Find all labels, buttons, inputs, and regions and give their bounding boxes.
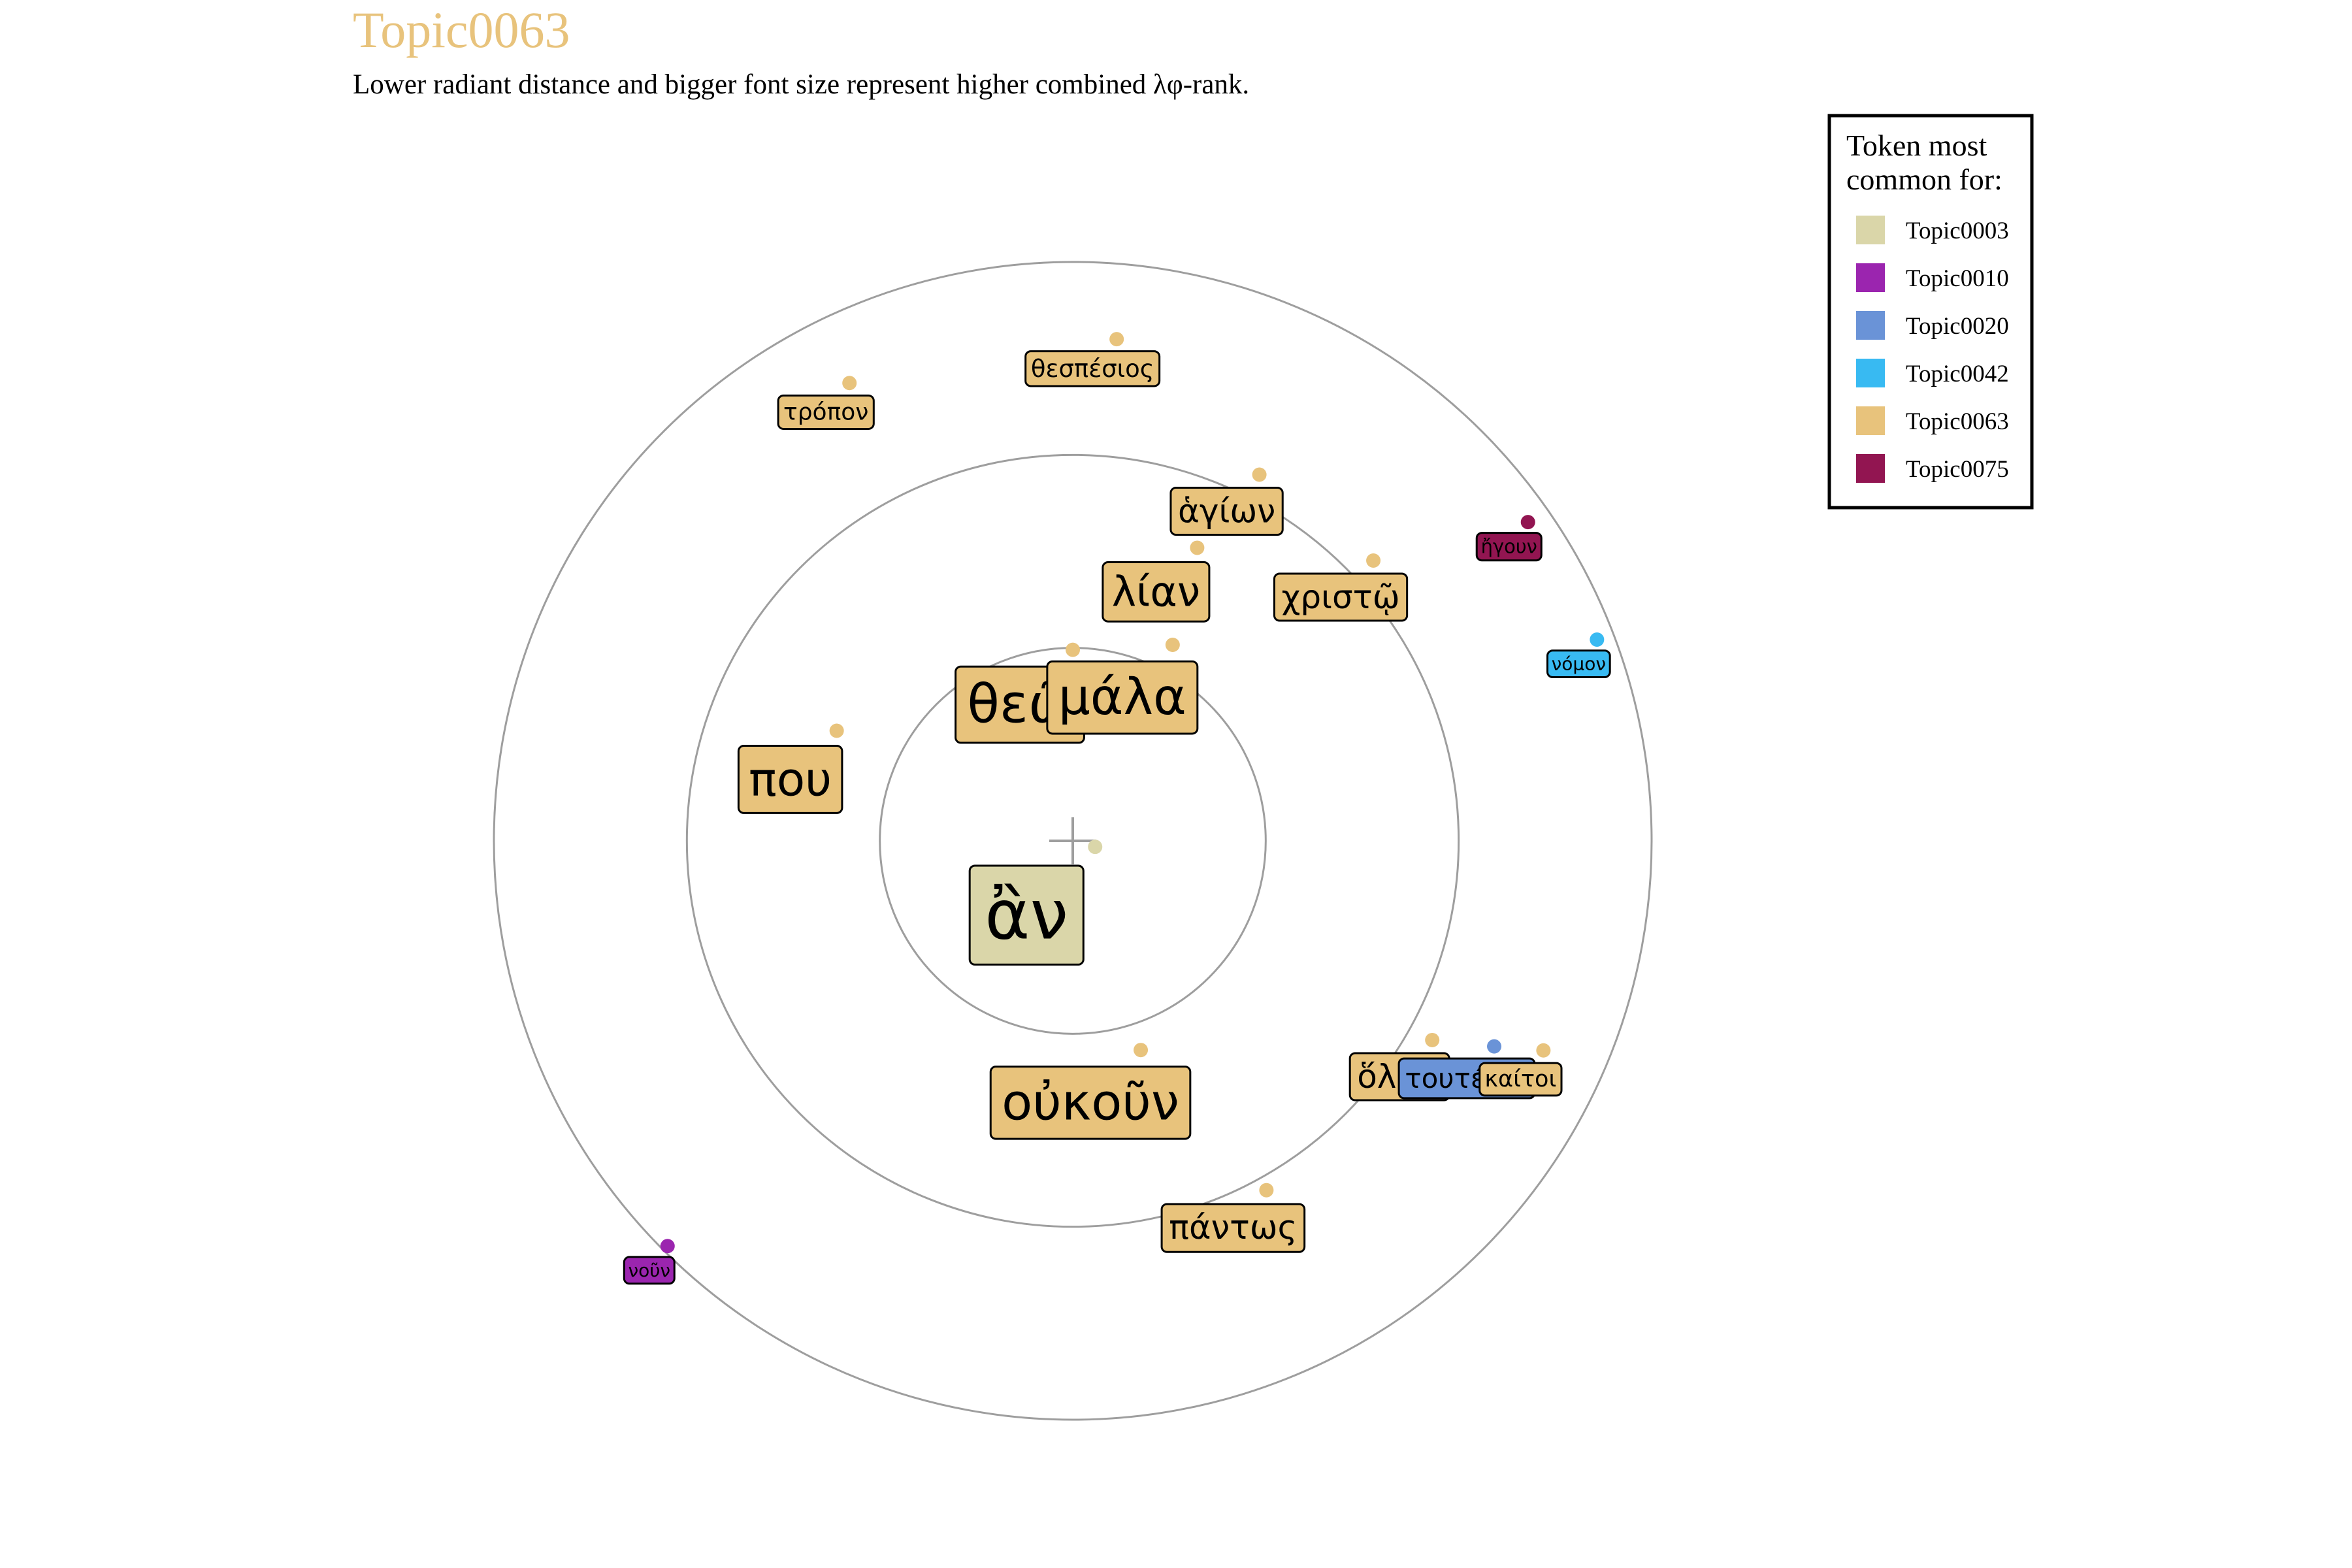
token-label-box-7 (1169, 487, 1284, 536)
token-points (660, 332, 1605, 1254)
token-point-16 (660, 1239, 675, 1254)
token-label-box-3 (989, 1066, 1192, 1140)
token-label-text-0: ἂν (985, 875, 1068, 955)
token-point-12 (1487, 1039, 1502, 1054)
token-label-5: που (737, 745, 843, 814)
legend-label-0: Topic0003 (1906, 218, 2009, 244)
legend-label-4: Topic0063 (1906, 408, 2009, 435)
center-marker (1049, 817, 1096, 864)
token-label-text-7: ἁγίων (1178, 493, 1275, 531)
token-label-14: ἤγουν (1475, 532, 1543, 562)
legend-swatch-4 (1856, 406, 1885, 435)
token-point-14 (1520, 515, 1535, 530)
token-label-7: ἁγίων (1169, 487, 1284, 536)
token-label-text-3: οὐκοῦν (1002, 1073, 1179, 1132)
token-point-10 (842, 376, 857, 391)
token-label-box-0 (968, 864, 1085, 966)
token-label-4: λίαν (1102, 561, 1211, 623)
token-label-0: ἂν (968, 864, 1085, 966)
legend-title-line-2: common for: (1846, 163, 2002, 196)
token-label-box-15 (1546, 649, 1611, 679)
token-labels: ἂνθεῷμάλαοὐκοῦνλίανπουχριστῷἁγίωνπάντωςὅ… (623, 350, 1611, 1285)
legend-swatch-1 (1856, 263, 1885, 292)
token-point-1 (1066, 642, 1080, 657)
token-label-8: πάντως (1160, 1203, 1306, 1253)
legend-swatch-3 (1856, 359, 1885, 387)
token-point-5 (829, 723, 844, 738)
token-point-0 (1088, 840, 1103, 855)
token-label-text-15: νόμον (1552, 653, 1606, 675)
legend-swatch-5 (1856, 454, 1885, 483)
token-label-box-6 (1273, 572, 1409, 622)
token-point-13 (1536, 1043, 1551, 1058)
token-label-box-11 (1024, 350, 1161, 387)
token-label-6: χριστῷ (1273, 572, 1409, 622)
token-label-text-13: καίτοι (1484, 1066, 1556, 1092)
token-point-9 (1425, 1032, 1440, 1047)
token-point-6 (1366, 553, 1381, 568)
token-label-box-14 (1475, 532, 1543, 562)
radial-ring-2 (685, 453, 1460, 1228)
token-point-11 (1109, 332, 1124, 347)
legend-swatch-0 (1856, 216, 1885, 244)
legend-items: Topic0003Topic0010Topic0020Topic0042Topi… (1856, 216, 2009, 483)
token-label-13: καίτοι (1478, 1062, 1563, 1097)
token-label-text-4: λίαν (1112, 568, 1200, 615)
token-label-3: οὐκοῦν (989, 1066, 1192, 1140)
token-label-text-8: πάντως (1169, 1209, 1297, 1247)
legend: Token most common for: Topic0003Topic001… (1827, 114, 2034, 510)
token-label-box-2 (1046, 660, 1199, 735)
token-label-text-16: νοῦν (628, 1260, 670, 1281)
legend-label-3: Topic0042 (1906, 361, 2009, 387)
token-point-4 (1190, 540, 1205, 555)
radial-ring-3 (493, 261, 1653, 1421)
token-label-16: νοῦν (623, 1256, 676, 1285)
legend-title-line-1: Token most (1846, 129, 1987, 162)
token-label-box-16 (623, 1256, 676, 1285)
token-label-box-10 (777, 394, 875, 430)
token-label-text-2: μάλα (1058, 668, 1186, 727)
token-label-box-8 (1160, 1203, 1306, 1253)
token-label-text-14: ἤγουν (1481, 536, 1537, 558)
token-label-text-5: που (749, 752, 832, 806)
legend-swatch-2 (1856, 311, 1885, 340)
token-label-box-4 (1102, 561, 1211, 623)
token-point-2 (1165, 638, 1180, 653)
token-point-15 (1590, 632, 1605, 647)
token-point-8 (1259, 1183, 1274, 1198)
token-label-box-13 (1478, 1062, 1563, 1097)
legend-label-5: Topic0075 (1906, 456, 2009, 483)
token-label-15: νόμον (1546, 649, 1611, 679)
token-label-2: μάλα (1046, 660, 1199, 735)
token-label-11: θεσπέσιος (1024, 350, 1161, 387)
legend-label-1: Topic0010 (1906, 265, 2009, 292)
legend-label-2: Topic0020 (1906, 313, 2009, 340)
token-label-text-11: θεσπέσιος (1031, 355, 1154, 383)
token-label-text-6: χριστῷ (1281, 578, 1399, 616)
token-label-text-10: τρόπον (783, 399, 868, 425)
chart-subtitle: Lower radiant distance and bigger font s… (353, 69, 1249, 100)
token-point-3 (1134, 1043, 1149, 1058)
token-label-10: τρόπον (777, 394, 875, 430)
token-label-box-5 (737, 745, 843, 814)
token-point-7 (1252, 467, 1267, 482)
chart-title: Topic0063 (353, 1, 570, 58)
